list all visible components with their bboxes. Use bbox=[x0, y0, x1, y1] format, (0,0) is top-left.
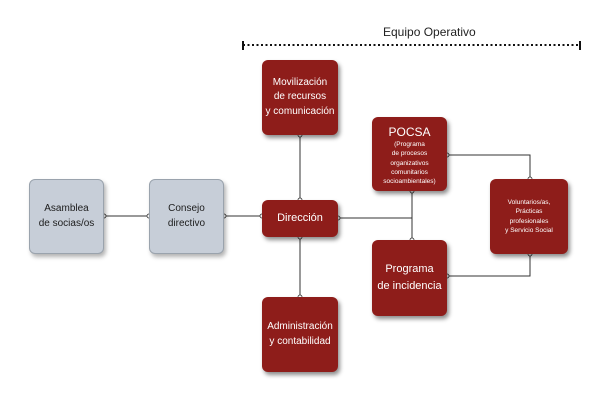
node-consejo-line-1: Consejo bbox=[168, 203, 205, 214]
node-asamblea-line-2: de socias/os bbox=[38, 217, 95, 229]
node-voluntarios: Voluntarios/as, Prácticas profesionales … bbox=[490, 179, 568, 254]
node-movilizacion-line-2: de recursos bbox=[273, 91, 327, 103]
node-pocsa-sub-3: organizativos bbox=[390, 159, 429, 167]
node-pocsa-sub-5: socioambientales) bbox=[383, 177, 436, 185]
node-voluntarios-line-2: Prácticas bbox=[515, 208, 543, 216]
node-pocsa-sub-4: comunitarios bbox=[391, 168, 428, 176]
node-movilizacion-line-3: y comunicación bbox=[265, 105, 335, 117]
node-asamblea: Asamblea de socias/os bbox=[29, 179, 104, 254]
node-administracion-line-1: Administración bbox=[267, 321, 333, 332]
node-movilizacion: Movilización de recursos y comunicación bbox=[262, 60, 338, 135]
node-voluntarios-line-1: Voluntarios/as, bbox=[507, 198, 551, 206]
node-pocsa: POCSA (Programa de procesos organizativo… bbox=[372, 117, 447, 191]
node-incidencia-line-2: de incidencia bbox=[377, 280, 442, 292]
node-direccion: Dirección bbox=[262, 200, 338, 237]
connector-incidencia-voluntarios bbox=[447, 254, 531, 277]
node-administracion-line-2: y contabilidad bbox=[269, 335, 331, 347]
node-voluntarios-line-4: y Servicio Social bbox=[505, 226, 553, 234]
node-movilizacion-line-1: Movilización bbox=[272, 76, 328, 88]
node-pocsa-sub-1: (Programa bbox=[394, 141, 425, 149]
team-label: Equipo Operativo bbox=[383, 25, 476, 39]
node-consejo-line-2: directivo bbox=[167, 217, 206, 229]
node-incidencia: Programa de incidencia bbox=[372, 240, 447, 316]
node-direccion-label: Dirección bbox=[277, 211, 323, 224]
node-pocsa-sub-2: de procesos bbox=[391, 150, 428, 158]
node-administracion: Administración y contabilidad bbox=[262, 297, 338, 372]
connector-pocsa-voluntarios bbox=[447, 154, 531, 179]
node-consejo-directivo: Consejo directivo bbox=[149, 179, 224, 254]
node-pocsa-title: POCSA bbox=[388, 125, 431, 140]
node-voluntarios-line-3: profesionales bbox=[509, 217, 549, 225]
node-incidencia-line-1: Programa bbox=[385, 262, 434, 275]
node-asamblea-line-1: Asamblea bbox=[44, 203, 89, 214]
